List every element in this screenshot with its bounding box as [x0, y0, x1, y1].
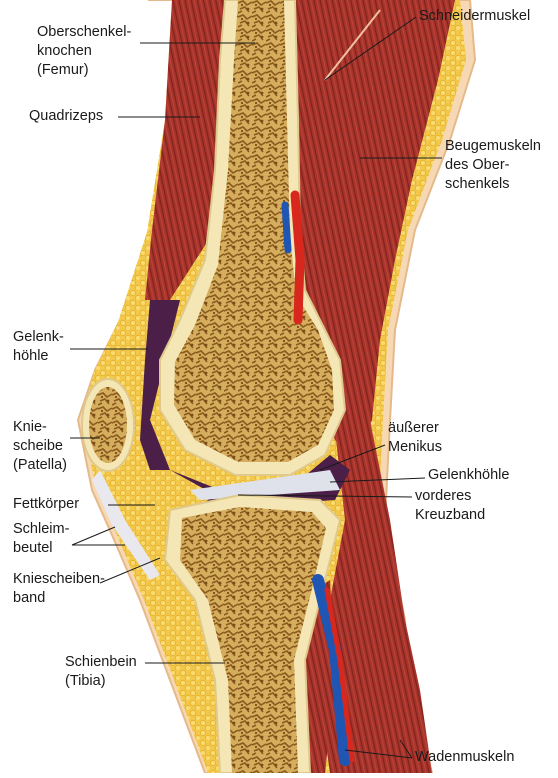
label-beugemuskeln: Beugemuskeln des Ober- schenkels: [445, 137, 541, 194]
label-schleimbeutel: Schleim- beutel: [13, 520, 69, 558]
label-gelenkhoehle-right-line1: Gelenkhöhle: [428, 466, 509, 485]
label-quadrizeps-line1: Quadrizeps: [29, 107, 103, 126]
label-kniescheibenband-line2: band: [13, 589, 105, 608]
label-tibia: Schienbein (Tibia): [65, 653, 137, 691]
label-meniskus: äußerer Menikus: [388, 419, 442, 457]
leader-schleimbeutel-1: [72, 527, 115, 545]
popliteal-vein: [285, 205, 288, 250]
label-beugemuskeln-line1: Beugemuskeln: [445, 137, 541, 156]
label-femur: Oberschenkel- knochen (Femur): [37, 23, 131, 80]
popliteal-artery: [295, 195, 300, 320]
label-fettkoerper-line1: Fettkörper: [13, 495, 79, 514]
label-femur-line2: knochen: [37, 42, 131, 61]
patella-spongy: [89, 387, 127, 463]
label-patella-line2: scheibe: [13, 437, 67, 456]
label-meniskus-line1: äußerer: [388, 419, 442, 438]
label-patella-line3: (Patella): [13, 456, 67, 475]
label-gelenkhoehle-left-line1: Gelenk-: [13, 328, 64, 347]
label-schleimbeutel-line1: Schleim-: [13, 520, 69, 539]
label-meniskus-line2: Menikus: [388, 438, 442, 457]
label-beugemuskeln-line3: schenkels: [445, 175, 541, 194]
label-beugemuskeln-line2: des Ober-: [445, 156, 541, 175]
label-gelenkhoehle-left-line2: höhle: [13, 347, 64, 366]
label-tibia-line2: (Tibia): [65, 672, 137, 691]
label-wadenmuskeln-line1: Wadenmuskeln: [415, 748, 514, 767]
label-gelenkhoehle-left: Gelenk- höhle: [13, 328, 64, 366]
label-kniescheibenband: Kniescheiben- band: [13, 570, 105, 608]
label-patella: Knie- scheibe (Patella): [13, 418, 67, 475]
label-fettkoerper: Fettkörper: [13, 495, 79, 514]
label-gelenkhoehle-right: Gelenkhöhle: [428, 466, 509, 485]
label-kreuzband-line2: Kreuzband: [415, 506, 485, 525]
label-kniescheibenband-line1: Kniescheiben-: [13, 570, 105, 589]
label-quadrizeps: Quadrizeps: [29, 107, 103, 126]
label-schleimbeutel-line2: beutel: [13, 539, 69, 558]
label-schneidermuskel: Schneidermuskel: [419, 7, 530, 26]
label-wadenmuskeln: Wadenmuskeln: [415, 748, 514, 767]
label-femur-line3: (Femur): [37, 61, 131, 80]
label-patella-line1: Knie-: [13, 418, 67, 437]
label-kreuzband-line1: vorderes: [415, 487, 485, 506]
label-tibia-line1: Schienbein: [65, 653, 137, 672]
label-femur-line1: Oberschenkel-: [37, 23, 131, 42]
label-kreuzband: vorderes Kreuzband: [415, 487, 485, 525]
label-schneidermuskel-line1: Schneidermuskel: [419, 7, 530, 26]
